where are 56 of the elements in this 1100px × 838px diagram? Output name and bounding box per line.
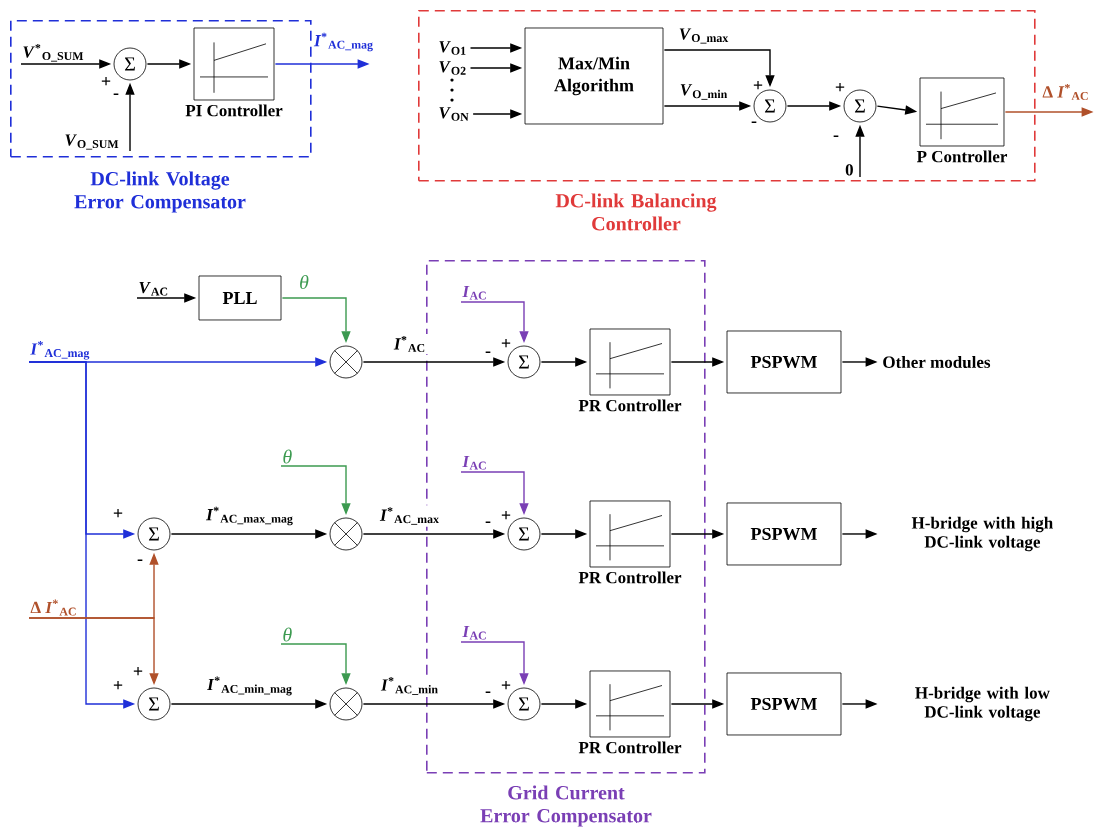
- sign-label: +: [113, 508, 123, 518]
- group-title: Grid Current Error Compensator: [480, 785, 652, 827]
- sign-label: -: [485, 351, 491, 353]
- sign-label: -: [485, 521, 491, 523]
- summing-junction: Σ: [507, 687, 541, 721]
- block-label: PI Controller: [183, 102, 285, 119]
- sign-label: +: [101, 76, 111, 86]
- process-box: PLL: [198, 275, 282, 321]
- sign-label: +: [113, 680, 123, 690]
- signal-label: I$_{AC}$: [462, 285, 486, 300]
- process-box: PSPWM: [726, 672, 842, 736]
- sign-label: +: [501, 338, 511, 348]
- sign-label: +: [133, 666, 143, 676]
- sign-label: -: [833, 135, 839, 137]
- sign-label: +: [501, 510, 511, 520]
- signal-label: θ: [283, 627, 292, 642]
- summing-junction: Σ: [113, 47, 147, 81]
- summing-junction: Σ: [843, 89, 877, 123]
- signal-label: V$_{O1}$: [439, 41, 466, 55]
- group-title: DC-link Voltage Error Compensator: [74, 171, 246, 213]
- signal-label: V$_{O_SUM}$: [65, 134, 119, 150]
- summing-junction: Σ: [507, 517, 541, 551]
- summing-junction: Σ: [137, 517, 171, 551]
- output-label: H-bridge with low DC-link voltage: [915, 686, 1050, 722]
- output-label: Other modules: [883, 356, 991, 368]
- process-box: PSPWM: [726, 330, 842, 394]
- summing-junction: Σ: [507, 345, 541, 379]
- edge-label: θ: [297, 272, 311, 292]
- multiplier-circle: [329, 345, 363, 379]
- sign-label: -: [137, 559, 143, 561]
- group-title: DC-link Balancing Controller: [555, 193, 717, 231]
- signal-label: I$_{AC}$: [462, 455, 486, 470]
- edge-label: V$_{O_max}$: [676, 26, 732, 46]
- process-box: PSPWM: [726, 502, 842, 566]
- sign-label: +: [753, 80, 763, 90]
- sign-label: +: [501, 680, 511, 690]
- block-label: PR Controller: [576, 397, 684, 414]
- block-label: PR Controller: [576, 739, 684, 756]
- multiplier-circle: [329, 687, 363, 721]
- sign-label: -: [485, 691, 491, 693]
- signal-label: V$_{O2}$: [439, 61, 466, 75]
- signal-label: θ: [283, 449, 292, 464]
- signal-label: V$_{AC}$: [139, 281, 168, 296]
- block-label: P Controller: [914, 148, 1010, 165]
- signal-label: V$_{ON}$: [439, 107, 469, 121]
- signal-label: 0: [845, 164, 853, 176]
- summing-junction: Σ: [137, 687, 171, 721]
- signal-label: I$_{AC}$: [462, 625, 486, 640]
- edge-label: V$_{O_min}$: [677, 82, 731, 102]
- multiplier-circle: [329, 517, 363, 551]
- sign-label: +: [835, 82, 845, 92]
- sign-label: -: [113, 93, 119, 95]
- output-label: H-bridge with high DC-link voltage: [911, 516, 1053, 552]
- sign-label: -: [751, 121, 757, 123]
- block-label: PR Controller: [576, 569, 684, 586]
- process-box: Max/Min Algorithm: [524, 27, 664, 125]
